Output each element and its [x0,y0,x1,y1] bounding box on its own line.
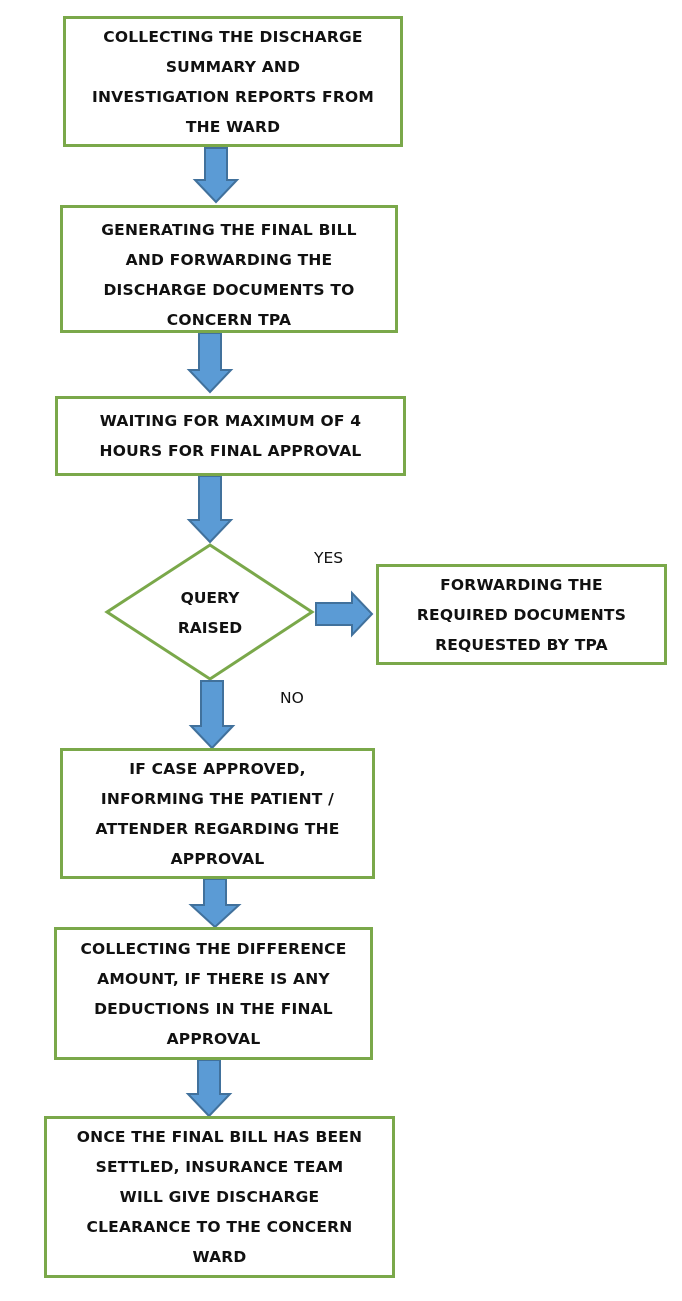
decision-diamond [104,543,315,681]
step-label: GENERATING THE FINAL BILL AND FORWARDING… [101,221,357,329]
down-arrow [188,878,242,929]
step-label: IF CASE APPROVED, INFORMING THE PATIENT … [95,759,340,868]
step-waiting-final-approval: WAITING FOR MAXIMUM OF 4 HOURS FOR FINAL… [55,396,406,476]
step-generate-final-bill: GENERATING THE FINAL BILL AND FORWARDING… [60,205,398,333]
step-collect-difference-amount: COLLECTING THE DIFFERENCE AMOUNT, IF THE… [54,927,373,1060]
step-label: FORWARDING THE REQUIRED DOCUMENTS REQUES… [416,575,627,654]
down-arrow [186,332,234,394]
step-discharge-clearance: ONCE THE FINAL BILL HAS BEEN SETTLED, IN… [44,1116,395,1278]
step-forward-required-documents: FORWARDING THE REQUIRED DOCUMENTS REQUES… [376,564,667,665]
no-label: NO [280,689,304,707]
step-label: COLLECTING THE DISCHARGE SUMMARY AND INV… [92,27,374,136]
step-label: WAITING FOR MAXIMUM OF 4 HOURS FOR FINAL… [99,412,362,460]
down-arrow [185,1059,233,1118]
step-label: COLLECTING THE DIFFERENCE AMOUNT, IF THE… [80,939,347,1048]
right-arrow [315,590,374,638]
down-arrow [186,475,234,544]
step-inform-patient: IF CASE APPROVED, INFORMING THE PATIENT … [60,748,375,879]
step-label: ONCE THE FINAL BILL HAS BEEN SETTLED, IN… [76,1128,363,1266]
step-collect-discharge-summary: COLLECTING THE DISCHARGE SUMMARY AND INV… [63,16,403,147]
decision-label: QUERY RAISED [177,589,243,637]
down-arrow [188,680,236,750]
down-arrow [192,147,240,204]
decision-label-wrap: QUERY RAISED [150,582,270,644]
yes-label: YES [314,549,344,567]
